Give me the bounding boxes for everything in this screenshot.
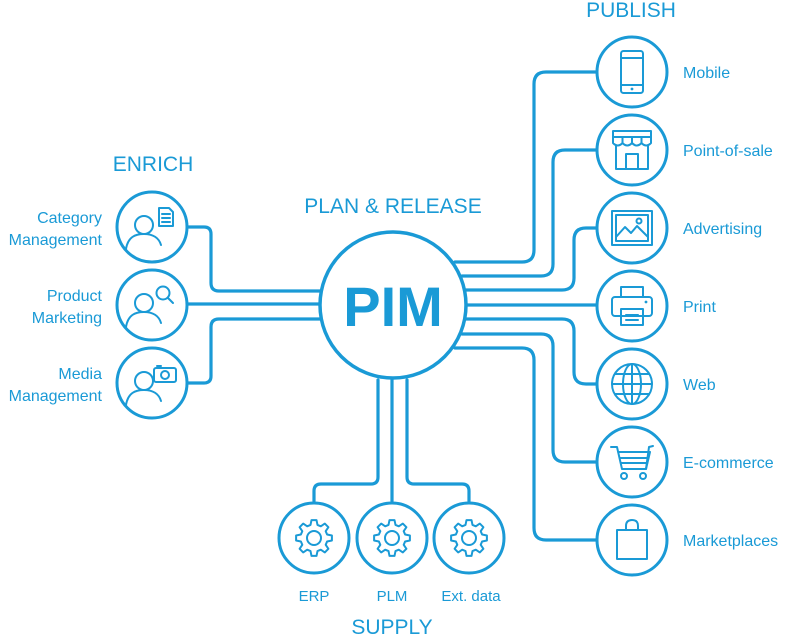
- publish-item-web: Web: [595, 347, 716, 421]
- shopping-cart-icon: [610, 445, 654, 480]
- connector-e-commerce: [460, 332, 600, 464]
- connector-lines: [186, 70, 600, 542]
- connector-erp: [312, 378, 380, 503]
- connector-point-of-sale: [460, 148, 600, 278]
- point-of-sale-label: Point-of-sale: [683, 143, 773, 160]
- connector-ext-data: [405, 378, 471, 503]
- marketplaces-label: Marketplaces: [683, 533, 778, 550]
- mobile-label: Mobile: [683, 65, 730, 82]
- mobile-phone-icon: [620, 50, 644, 94]
- pim-label: PIM: [343, 275, 443, 338]
- supply-item-ext-data: Ext. data: [432, 501, 506, 605]
- publish-item-marketplaces: Marketplaces: [595, 503, 778, 577]
- publish-item-e-commerce: E-commerce: [595, 425, 774, 499]
- e-commerce-label: E-commerce: [683, 455, 774, 472]
- supply-heading: SUPPLY: [351, 616, 432, 636]
- enrich-item-category-management: Category Management: [9, 190, 189, 264]
- web-label: Web: [683, 377, 716, 394]
- person-document-icon: [125, 207, 174, 250]
- publish-item-advertising: Advertising: [595, 191, 762, 265]
- connector-mobile: [453, 70, 600, 264]
- product-marketing-label-line2: Marketing: [32, 310, 102, 327]
- erp-label: ERP: [299, 588, 330, 605]
- connector-web: [464, 317, 600, 386]
- connector-media-management: [186, 317, 324, 385]
- print-label: Print: [683, 299, 716, 316]
- connector-advertising: [464, 226, 600, 292]
- connector-marketplaces: [453, 346, 600, 542]
- plan-release-heading: PLAN & RELEASE: [304, 195, 481, 218]
- supply-item-erp: ERP: [277, 501, 351, 605]
- enrich-heading: ENRICH: [113, 153, 194, 176]
- media-management-label-line2: Management: [9, 388, 103, 405]
- plm-label: PLM: [377, 588, 408, 605]
- storefront-icon: [612, 130, 652, 170]
- advertising-label: Advertising: [683, 221, 762, 238]
- connector-category-management: [186, 225, 324, 293]
- publish-item-point-of-sale: Point-of-sale: [595, 113, 773, 187]
- person-camera-icon: [125, 365, 177, 406]
- pim-hub: PIM: [318, 230, 468, 380]
- category-management-label-line1: Category: [37, 210, 102, 227]
- supply-item-plm: PLM: [355, 501, 429, 605]
- publish-item-mobile: Mobile: [595, 35, 730, 109]
- publish-item-print: Print: [595, 269, 716, 343]
- media-management-label-line1: Media: [58, 366, 102, 383]
- ext-data-label: Ext. data: [441, 588, 501, 605]
- person-search-icon: [125, 285, 174, 328]
- enrich-item-media-management: Media Management: [9, 346, 189, 420]
- globe-icon: [611, 363, 653, 405]
- publish-heading: PUBLISH: [586, 0, 676, 22]
- printer-icon: [611, 286, 653, 326]
- product-marketing-label-line1: Product: [47, 288, 103, 305]
- category-management-label-line2: Management: [9, 232, 103, 249]
- enrich-item-product-marketing: Product Marketing: [32, 268, 189, 342]
- shopping-bag-icon: [616, 519, 648, 560]
- picture-icon: [611, 210, 653, 246]
